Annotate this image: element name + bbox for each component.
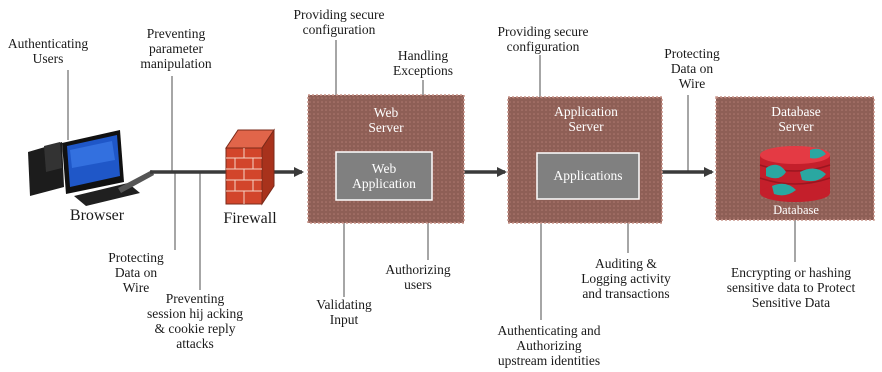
validating-input-label: Validating Input bbox=[316, 297, 372, 327]
application-server-title: Application Server bbox=[554, 104, 618, 134]
database-label: Database bbox=[773, 203, 819, 217]
authorizing-users-label: Authorizing users bbox=[385, 262, 451, 292]
applications-label: Applications bbox=[553, 168, 623, 183]
providing-secure-configuration-app-label: Providing secure configuration bbox=[497, 24, 589, 54]
authenticating-authorizing-upstream-label: Authenticating and Authorizing upstream … bbox=[497, 323, 601, 368]
web-application-label: Web Application bbox=[352, 161, 416, 191]
browser-label: Browser bbox=[69, 207, 125, 224]
encrypting-hashing-label: Encrypting or hashing sensitive data to … bbox=[726, 265, 856, 310]
database-server-title: Database Server bbox=[771, 104, 821, 134]
protecting-data-on-wire-browser-label: Protecting Data on Wire bbox=[108, 250, 164, 295]
web-server-title: Web Server bbox=[368, 105, 404, 135]
web-application-box bbox=[335, 151, 433, 201]
preventing-parameter-manipulation-label: Preventing parameter manipulation bbox=[140, 26, 212, 71]
firewall-label: Firewall bbox=[223, 210, 277, 227]
providing-secure-configuration-web-label: Providing secure configuration bbox=[293, 7, 385, 37]
computer-icon bbox=[28, 130, 154, 206]
authenticating-users-label: Authenticating Users bbox=[7, 36, 89, 66]
auditing-logging-label: Auditing & Logging activity and transact… bbox=[581, 256, 671, 301]
preventing-session-hijacking-label: Preventing session hij acking & cookie r… bbox=[147, 291, 243, 351]
firewall-brick-icon bbox=[225, 128, 275, 206]
handling-exceptions-label: Handling Exceptions bbox=[393, 48, 453, 78]
database-cylinder-icon bbox=[759, 146, 831, 202]
applications-box bbox=[536, 152, 640, 200]
protecting-data-on-wire-db-label: Protecting Data on Wire bbox=[664, 46, 720, 91]
